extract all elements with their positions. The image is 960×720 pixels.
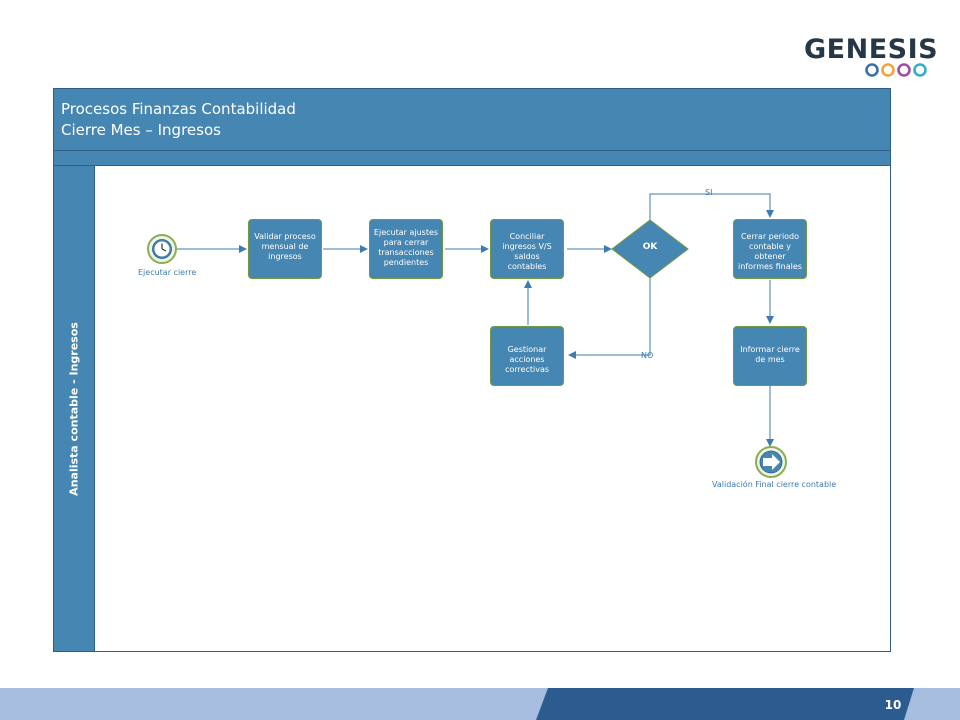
- pool-header: Procesos Finanzas Contabilidad Cierre Me…: [54, 89, 890, 151]
- task-informar-cierre: Informar cierre de mes: [733, 326, 807, 386]
- pool-title: Procesos Finanzas Contabilidad Cierre Me…: [61, 99, 296, 141]
- task-conciliar-ingresos: Conciliar ingresos V/S saldos contables: [490, 219, 564, 279]
- flow-label-no: NO: [641, 351, 654, 360]
- gateway-label: OK: [642, 242, 658, 252]
- pool-subheader-bar: [54, 151, 890, 166]
- pool-title-line2: Cierre Mes – Ingresos: [61, 121, 221, 139]
- flow-label-si: SI: [705, 188, 713, 197]
- lane-header: Analista contable - Ingresos: [54, 166, 95, 651]
- task-ejecutar-ajustes: Ejecutar ajustes para cerrar transaccion…: [369, 219, 443, 279]
- task-gestionar-label: Gestionar acciones correctivas: [504, 345, 550, 374]
- flow-gateway-no: [568, 278, 651, 359]
- task-cerrar-periodo: Cerrar periodo contable y obtener inform…: [733, 219, 807, 279]
- task-validar-label: Validar proceso mensual de ingresos: [254, 232, 316, 261]
- genesis-logo: GENESIS: [804, 34, 939, 80]
- footer-accent: [536, 688, 914, 720]
- task-ajustes-label: Ejecutar ajustes para cerrar transaccion…: [373, 228, 439, 267]
- start-event-label: Ejecutar cierre: [138, 268, 197, 277]
- end-event-arrow-right-icon: [755, 446, 787, 478]
- logo-rings-icon: [865, 63, 927, 77]
- pool-title-line1: Procesos Finanzas Contabilidad: [61, 100, 296, 118]
- page-number: 10: [884, 698, 902, 712]
- flow-gateway-si: [649, 193, 774, 220]
- task-cerrar-label: Cerrar periodo contable y obtener inform…: [738, 232, 802, 271]
- task-conciliar-label: Conciliar ingresos V/S saldos contables: [502, 232, 552, 271]
- task-informar-label: Informar cierre de mes: [740, 345, 800, 364]
- task-validar-proceso: Validar proceso mensual de ingresos: [248, 219, 322, 279]
- process-pool: Procesos Finanzas Contabilidad Cierre Me…: [53, 88, 891, 652]
- gateway-ok: [611, 219, 689, 279]
- logo-text: GENESIS: [804, 34, 939, 65]
- end-event-label: Validación Final cierre contable: [712, 480, 837, 489]
- task-gestionar-acciones: Gestionar acciones correctivas: [490, 326, 564, 386]
- start-event-clock-icon: [147, 234, 177, 264]
